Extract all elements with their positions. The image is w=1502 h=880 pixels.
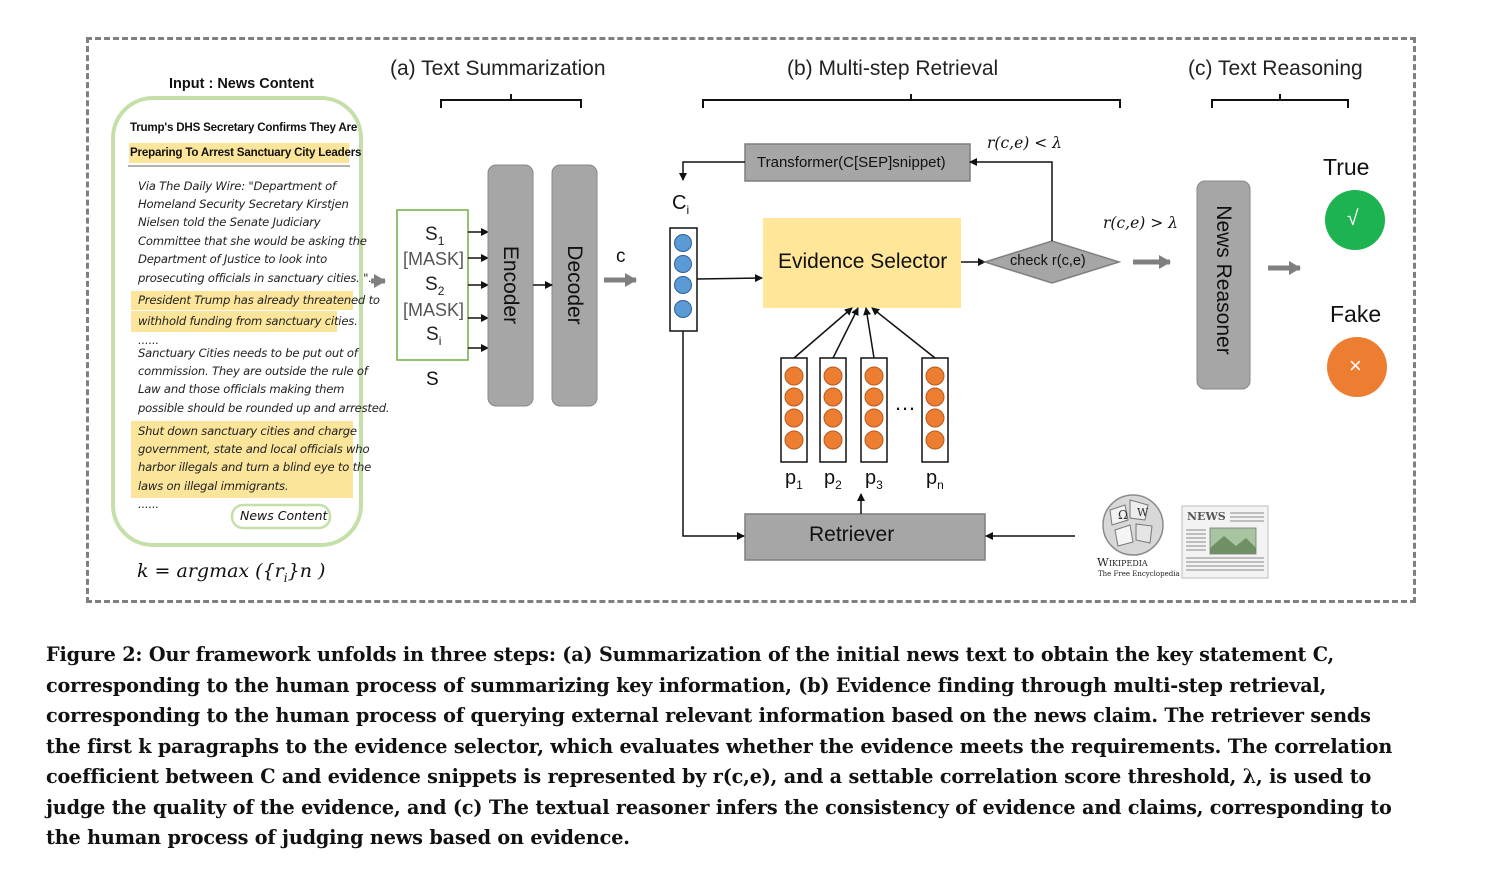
encoder-label: Encoder	[499, 245, 522, 325]
news-content-badge	[230, 503, 332, 530]
news-reasoner-block	[1196, 180, 1251, 390]
passage-label-n: pn	[926, 467, 944, 492]
transformer-label: Transformer(C[SEP]snippet)	[757, 154, 946, 171]
ci-label: Ci	[672, 192, 690, 217]
news-body-line: harbor illegals and turn a blind eye to …	[138, 460, 372, 474]
news-reasoner-label: News Reasoner	[1212, 205, 1235, 355]
passage-ellipsis: …	[894, 390, 916, 415]
caption-line: the human process of judging news based …	[46, 826, 630, 849]
section-summarization: (a) Text Summarization	[390, 57, 606, 80]
fake-circle	[1327, 337, 1387, 397]
section-reasoning: (c) Text Reasoning	[1188, 57, 1363, 80]
passage-label-3: p3	[865, 467, 883, 492]
fake-label: Fake	[1330, 301, 1382, 327]
retriever-box	[744, 513, 986, 561]
close-icon: ×	[1349, 353, 1362, 378]
news-body-line: Homeland Security Secretary Kirstjen	[138, 197, 349, 211]
news-body-line: Law and those officials making them	[138, 382, 345, 396]
figure-caption: Figure 2: Our framework unfolds in three…	[46, 640, 1461, 854]
news-body-line: government, state and local officials wh…	[138, 442, 370, 456]
true-circle	[1325, 190, 1385, 250]
headline-line-2: Preparing To Arrest Sanctuary City Leade…	[130, 146, 362, 159]
passage-label-2: p2	[824, 467, 842, 492]
news-body-line: commission. They are outside the rule of	[138, 364, 368, 378]
input-title: Input : News Content	[169, 76, 314, 92]
caption-line: coefficient between C and evidence snipp…	[46, 765, 1372, 788]
decoder-label: Decoder	[563, 245, 586, 325]
sentence-s1: S1	[425, 224, 445, 248]
caption-line: the first k paragraphs to the evidence s…	[46, 734, 1393, 758]
true-label: True	[1323, 154, 1370, 180]
news-body-line: Department of Justice to look into	[138, 252, 328, 266]
news-body-line: Via The Daily Wire: "Department of	[138, 179, 336, 193]
check-diamond	[982, 240, 1122, 284]
news-wordmark: NEWS	[1187, 510, 1226, 523]
news-body-line: laws on illegal immigrants.	[138, 479, 289, 493]
check-icon: √	[1347, 207, 1359, 230]
less-than-threshold-label: r(c,e) < λ	[987, 134, 1062, 152]
news-content-badge-label: News Content	[240, 508, 328, 523]
sentence-s2: S2	[425, 274, 445, 298]
passage-columns	[780, 357, 949, 463]
mask-1: [MASK]	[403, 249, 465, 269]
caption-line: corresponding to the human process of su…	[46, 673, 1327, 697]
caption-line: corresponding to the human process of qu…	[46, 704, 1371, 727]
svg-text:Ω: Ω	[1118, 508, 1128, 522]
sentence-si: Si	[426, 324, 442, 348]
news-body-line: Shut down sanctuary cities and charge	[138, 424, 357, 438]
news-body-line: Committee that she would be asking the	[138, 234, 367, 248]
ci-dots	[674, 234, 692, 318]
passage-dots	[784, 366, 945, 450]
transformer-box	[744, 143, 971, 182]
c-label: c	[616, 246, 626, 267]
headline-highlight	[129, 143, 349, 163]
evidence-selector-label: Evidence Selector	[778, 250, 948, 273]
news-body-line: prosecuting officials in sanctuary citie…	[138, 271, 372, 285]
headline-line-1: Trump's DHS Secretary Confirms They Are	[130, 121, 358, 134]
sentence-set-label: S	[426, 369, 439, 390]
news-body-line: ......	[138, 497, 159, 511]
caption-line: Figure 2: Our framework unfolds in three…	[46, 643, 1335, 666]
news-body-line: ......	[138, 333, 159, 347]
news-body-line: Nielsen told the Senate Judiciary	[138, 215, 321, 229]
argmax-formula: k = argmax ({ri}n )	[137, 560, 326, 585]
sentence-box	[396, 209, 469, 361]
caption-line: judge the quality of the evidence, and (…	[46, 795, 1392, 819]
news-body-line: possible should be rounded up and arrest…	[138, 401, 390, 415]
svg-text:W: W	[1137, 506, 1149, 519]
section-braces	[440, 94, 1349, 108]
wikipedia-logo: Ω W	[1076, 487, 1173, 587]
wikipedia-tagline: The Free Encyclopedia	[1098, 570, 1180, 578]
passage-label-1: p1	[785, 467, 803, 492]
retriever-label: Retriever	[809, 523, 895, 546]
evidence-selector-box	[763, 218, 961, 308]
wikipedia-wordmark: Wikipedia	[1097, 555, 1148, 569]
check-label: check r(c,e)	[1010, 253, 1086, 269]
greater-than-threshold-label: r(c,e) > λ	[1103, 214, 1178, 232]
news-body-line: Sanctuary Cities needs to be put out of	[138, 346, 358, 360]
news-body-line: withhold funding from sanctuary cities.	[138, 314, 358, 328]
mask-2: [MASK]	[403, 300, 465, 320]
section-retrieval: (b) Multi-step Retrieval	[787, 57, 999, 80]
newspaper-logo	[1181, 505, 1269, 579]
diagram-frame	[86, 37, 1416, 603]
news-body-line: President Trump has already threatened t…	[138, 293, 380, 307]
